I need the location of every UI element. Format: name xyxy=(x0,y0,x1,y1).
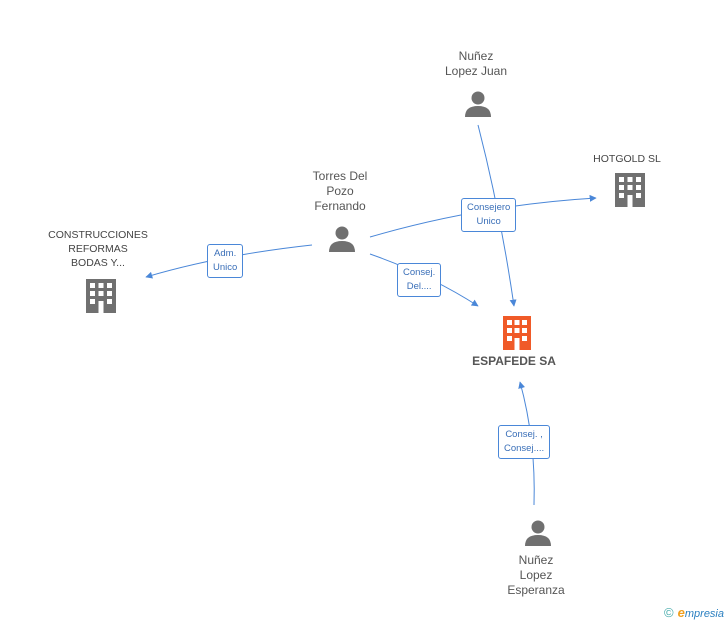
logo-text: mpresia xyxy=(684,608,724,620)
person-icon[interactable] xyxy=(525,520,551,547)
building-icon[interactable] xyxy=(615,173,645,207)
edge-label-consejero-unico[interactable]: Consejero Unico xyxy=(461,198,517,232)
logo-e: e xyxy=(677,605,685,620)
node-label-torres-del-pozo-fernando[interactable]: Torres Del Pozo Fernando xyxy=(312,169,368,213)
edge-label-adm-unico[interactable]: Adm. Unico xyxy=(207,244,244,278)
empresia-logo: © empresia xyxy=(664,605,724,620)
node-label-nunez-lopez-esperanza[interactable]: Nuñez Lopez Esperanza xyxy=(507,553,565,597)
edge-label-consej-del[interactable]: Consej. Del.... xyxy=(397,263,442,297)
node-label-construcciones[interactable]: CONSTRUCCIONES REFORMAS BODAS Y... xyxy=(48,229,148,269)
person-icon[interactable] xyxy=(329,226,355,253)
node-label-nunez-lopez-juan[interactable]: Nuñez Lopez Juan xyxy=(444,49,508,78)
copyright-symbol: © xyxy=(664,605,674,620)
node-label-hotgold-sl[interactable]: HOTGOLD SL xyxy=(593,153,661,165)
person-icon[interactable] xyxy=(465,91,491,118)
node-label-espafede-sa[interactable]: ESPAFEDE SA xyxy=(472,354,556,368)
edge-label-consej-consej[interactable]: Consej. , Consej.... xyxy=(498,425,551,459)
building-icon[interactable] xyxy=(86,279,116,313)
building-icon[interactable] xyxy=(503,316,531,350)
